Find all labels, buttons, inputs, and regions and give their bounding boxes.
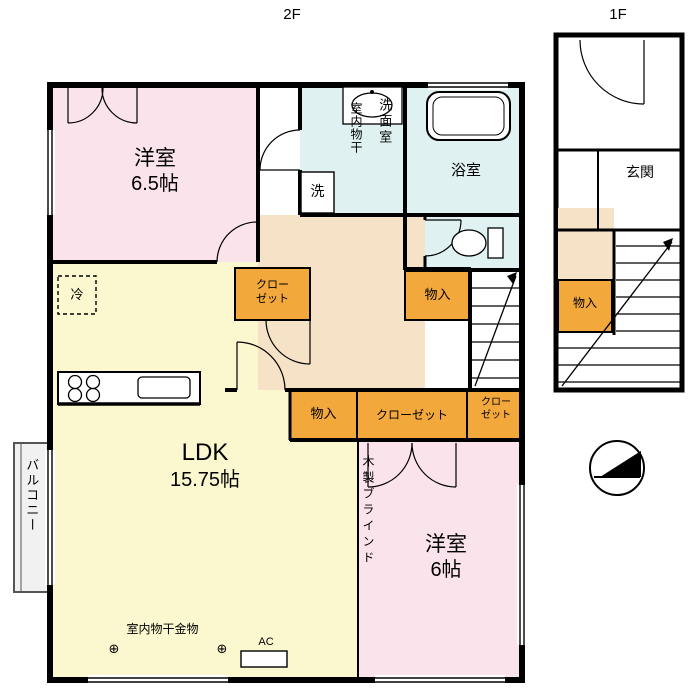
bedroom-65-size: 6.5帖 (131, 173, 179, 196)
closet-top-box (234, 267, 311, 321)
ldk-size: 15.75帖 (169, 469, 241, 491)
closet-bottom-label: クローゼット (375, 408, 448, 422)
fridge-label: 冷 (70, 287, 84, 302)
bedroom-65-floor (50, 85, 258, 262)
ac-label: AC (258, 636, 274, 648)
floor2-label: 2F (283, 6, 301, 23)
washroom-label: 洗面室 (377, 98, 393, 146)
bedroom-6-floor (358, 440, 522, 680)
drying-hook-symbol-left: ⊕ (108, 641, 120, 656)
floor1-plan (553, 32, 685, 393)
storage-bottom-label: 物入 (310, 406, 337, 421)
indoor-drying-label: 室内物干 (349, 102, 363, 154)
kitchen-sink-icon (137, 376, 191, 399)
bedroom-6-size: 6帖 (430, 559, 462, 582)
storage-1f-box (557, 279, 613, 333)
stairs-1f (558, 238, 680, 387)
washer-label: 洗 (310, 183, 325, 199)
stairs-2f (472, 272, 520, 387)
drying-hook-symbol-right: ⊕ (216, 641, 228, 656)
fridge-box (57, 275, 97, 315)
storage-1f-label: 物入 (572, 296, 597, 310)
windows (45, 80, 527, 685)
storage-mid-box (404, 267, 471, 321)
stove-icon (67, 374, 101, 403)
entrance-label: 玄関 (626, 164, 654, 180)
compass-arrow-icon (589, 440, 645, 496)
ac-unit-box (240, 650, 288, 668)
walls-2f (47, 82, 525, 683)
balcony-label: バルコニー (24, 458, 40, 533)
wood-blind-label: 木製ブラインド (361, 455, 375, 567)
ldk-label: LDK 15.75帖 (110, 438, 300, 493)
door-arcs (67, 87, 462, 488)
bedroom-65-label: 洋室 6.5帖 (70, 146, 240, 197)
storage-boxes (234, 267, 523, 441)
washer-box (300, 171, 335, 214)
floor1-label: 1F (609, 6, 627, 23)
bedroom-65-name: 洋室 (134, 147, 176, 170)
closet-top-label: クローゼット (256, 279, 289, 306)
closet-corner-label: クローゼット (481, 397, 511, 421)
entrance-door-arc (579, 39, 645, 105)
bedroom-6-label: 洋室 6帖 (370, 532, 522, 583)
balcony-structure (13, 442, 51, 593)
drying-hardware-label: 室内物干金物 (126, 622, 199, 636)
vanity-sink-icon (342, 86, 403, 125)
bedroom-6-name: 洋室 (425, 533, 467, 556)
bathtub-icon (426, 91, 511, 141)
storage-mid-label: 物入 (424, 287, 451, 302)
bathroom-label: 浴室 (450, 162, 481, 179)
ldk-name: LDK (181, 439, 229, 466)
toilet-icon (451, 227, 504, 259)
